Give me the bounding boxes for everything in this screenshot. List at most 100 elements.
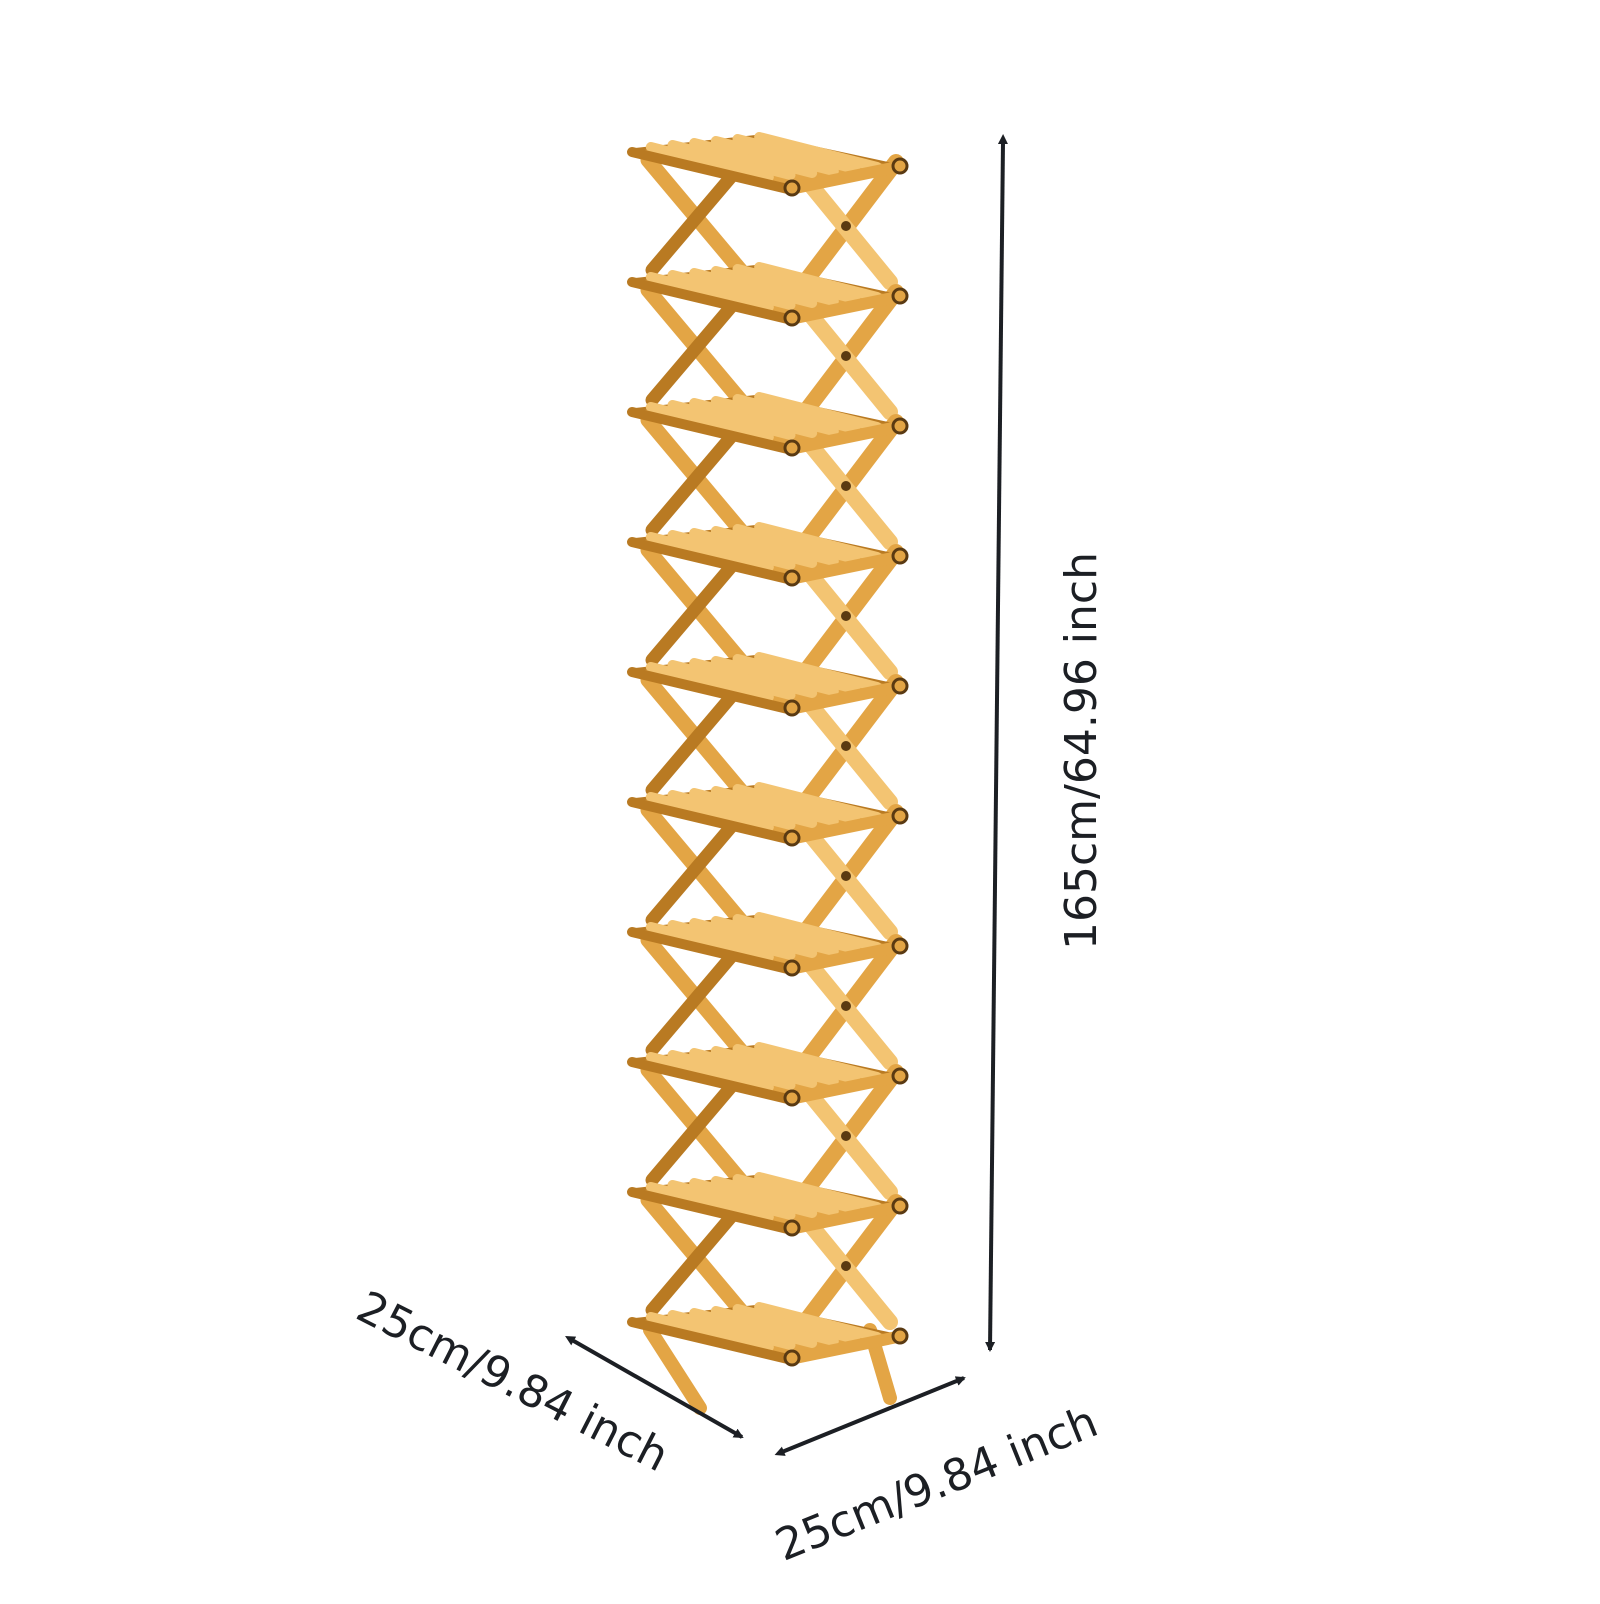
shelf-side-rail [789, 420, 908, 454]
shelf-side-rail [789, 810, 908, 844]
pivot-joint [783, 699, 801, 717]
shelf-slat [645, 532, 774, 572]
shelf-slat [667, 1310, 796, 1350]
shelf-slat [710, 136, 839, 176]
shelf-slat [710, 266, 839, 306]
shelf-side-rail [789, 550, 908, 584]
shelf-slat [689, 1308, 818, 1348]
shelf-slat [732, 784, 861, 824]
pivot-joint [783, 569, 801, 587]
shelf-slat [689, 268, 818, 308]
shelf-slat [754, 132, 883, 172]
pivot-joint [783, 179, 801, 197]
shelf-slat [710, 1176, 839, 1216]
shelf-slat [667, 920, 796, 960]
pivot-joint [841, 481, 851, 491]
shelf-slat [754, 782, 883, 822]
shelf-slat [689, 528, 818, 568]
shelf-front-rail [627, 667, 797, 715]
shelf-slat [645, 1052, 774, 1092]
shelf-side-rail [789, 1330, 908, 1364]
shelf-slat [689, 1178, 818, 1218]
shelf-slat [667, 660, 796, 700]
pivot-joint [891, 547, 909, 565]
pivot-joint [891, 1067, 909, 1085]
shelf-slat [689, 1048, 818, 1088]
shelf-side-rail [789, 680, 908, 714]
left-cross-brace [645, 157, 749, 277]
shelf-slat [689, 788, 818, 828]
shelf-slat [710, 656, 839, 696]
shelf-slat [667, 270, 796, 310]
shelf-slat [645, 922, 774, 962]
pivot-joint [891, 417, 909, 435]
shelf-front-rail [627, 277, 797, 325]
shelf-slat [710, 526, 839, 566]
rack-foot [643, 1323, 707, 1415]
left-cross-brace [645, 937, 749, 1057]
left-cross-brace [645, 417, 749, 537]
shelf-side-rail [789, 1200, 908, 1234]
shelf-slat [710, 396, 839, 436]
shelf-slat [710, 1306, 839, 1346]
shelf-slat [667, 530, 796, 570]
shelf-slat [710, 1046, 839, 1086]
shelf-slat [645, 1312, 774, 1352]
shelf-side-rail [789, 290, 908, 324]
width-dimension-arrow [774, 1376, 966, 1456]
shelf-slat [732, 264, 861, 304]
shelf-slat [667, 400, 796, 440]
shelf-slat [754, 262, 883, 302]
left-cross-brace [645, 1197, 749, 1317]
pivot-joint [891, 807, 909, 825]
pivot-joint [891, 677, 909, 695]
pivot-joint [891, 157, 909, 175]
rack-group [627, 132, 909, 1415]
shelf-slat [732, 914, 861, 954]
shelf-slat [667, 140, 796, 180]
shelf-slat [645, 1182, 774, 1222]
pivot-joint [891, 937, 909, 955]
shelf-front-rail [627, 927, 797, 975]
left-cross-brace [645, 287, 749, 407]
shelf-slat [645, 272, 774, 312]
shelf-slat [732, 134, 861, 174]
pivot-joint [891, 1327, 909, 1345]
shelf-slat [710, 916, 839, 956]
shelf-front-rail [627, 407, 797, 455]
shelf-slat [645, 792, 774, 832]
shelf-slat [689, 918, 818, 958]
shelf-slat [667, 1050, 796, 1090]
shelf-slat [754, 522, 883, 562]
height-dimension-label: 165cm/64.96 inch [1056, 552, 1107, 950]
pivot-joint [841, 1131, 851, 1141]
shelf-front-rail [627, 1187, 797, 1235]
pivot-joint [891, 287, 909, 305]
depth-dimension-arrow [565, 1336, 744, 1439]
pivot-joint [783, 1349, 801, 1367]
shelf-side-rail [789, 1070, 908, 1104]
shelf-slat [754, 392, 883, 432]
pivot-joint [783, 439, 801, 457]
shelf-side-rail [789, 160, 908, 194]
shelf-slat [667, 1180, 796, 1220]
shelf-slat [689, 658, 818, 698]
shelf-front-rail [627, 1057, 797, 1105]
shelf-side-rail [789, 940, 908, 974]
shelf-front-rail [627, 147, 797, 195]
pivot-joint [841, 741, 851, 751]
shelf-slat [754, 652, 883, 692]
shelf-slat [732, 394, 861, 434]
pivot-joint [783, 959, 801, 977]
shelf-slat [645, 402, 774, 442]
shelf-slat [689, 398, 818, 438]
shelf-slat [645, 662, 774, 702]
shelf-slat [732, 1044, 861, 1084]
shelf-slat [689, 138, 818, 178]
pivot-joint [841, 1001, 851, 1011]
shelf-slat [667, 790, 796, 830]
pivot-joint [841, 351, 851, 361]
shelf-slat [732, 1174, 861, 1214]
